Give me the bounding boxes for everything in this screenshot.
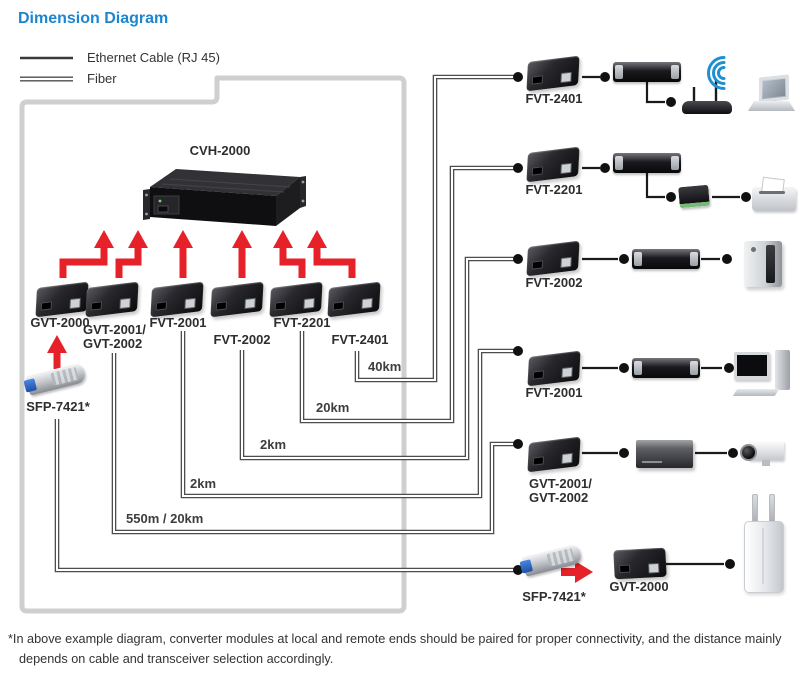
distance-2km-a: 2km [260, 437, 287, 452]
fiber-link-fvt-2201 [299, 165, 516, 424]
distance-20km: 20km [316, 400, 350, 415]
wifi-waves-icon [707, 56, 726, 90]
local-label-gvt-2002: GVT-2002 [83, 336, 143, 351]
print-server [678, 184, 710, 209]
local-label-fvt-2401: FVT-2401 [331, 332, 389, 347]
laptop-screen [759, 74, 789, 103]
laptop-base [748, 101, 795, 111]
local-label-sfp-7421: SFP-7421* [26, 399, 90, 414]
distance-40km: 40km [368, 359, 402, 374]
zone-frame [19, 75, 407, 614]
remote-label-fvt-2001: FVT-2001 [525, 385, 583, 400]
remote-label-fvt-2401: FVT-2401 [525, 91, 583, 106]
desktop-keyboard [732, 389, 780, 396]
remote-converter-gvt-2000 [613, 547, 667, 580]
legend-ethernet-label: Ethernet Cable (RJ 45) [87, 50, 220, 65]
ethernet-switch-3 [632, 249, 700, 269]
fiber-link-fvt-2001 [180, 331, 516, 499]
remote-label-gvt-2001: GVT-2001/ [529, 476, 592, 491]
remote-label-sfp-7421: SFP-7421* [522, 589, 586, 604]
page-title: Dimension Diagram [18, 10, 169, 27]
fiber-link-fvt-2002 [239, 256, 516, 461]
fiber-link-fvt-2401 [354, 74, 516, 383]
arrow-fvt-2401 [313, 247, 356, 278]
arrow-gvt-2001 [115, 247, 142, 278]
ethernet-cables [582, 75, 740, 566]
legend-fiber-label: Fiber [87, 71, 117, 86]
desktop-pc [732, 350, 792, 396]
desktop-monitor [734, 352, 770, 380]
access-point [744, 521, 784, 593]
remote-label-fvt-2002: FVT-2002 [525, 275, 583, 290]
connector-dots [513, 72, 751, 575]
distance-550m-20km: 550m / 20km [126, 511, 204, 526]
wireless-router [682, 101, 732, 114]
uplink-arrows [53, 247, 575, 576]
laptop [748, 74, 795, 114]
fiber-links [54, 74, 516, 573]
local-label-gvt-2001: GVT-2001/ [83, 322, 146, 337]
local-label-fvt-2001: FVT-2001 [149, 315, 207, 330]
arrow-fvt-2201 [279, 247, 306, 278]
local-label-fvt-2002: FVT-2002 [213, 332, 271, 347]
uplink-arrowheads [47, 230, 593, 583]
distance-2km-b: 2km [190, 476, 217, 491]
local-label-fvt-2201: FVT-2201 [273, 315, 331, 330]
remote-label-fvt-2201: FVT-2201 [525, 182, 583, 197]
fiber-link-gvt-2001 [111, 353, 516, 535]
ip-camera [740, 441, 784, 466]
local-label-gvt-2000: GVT-2000 [30, 315, 90, 330]
desktop-tower [775, 350, 790, 390]
video-server [636, 440, 693, 468]
remote-label-gvt-2000: GVT-2000 [609, 579, 669, 594]
footnote-line-2: depends on cable and transceiver selecti… [19, 651, 334, 666]
pc-tower [744, 241, 782, 287]
remote-label-gvt-2002: GVT-2002 [529, 490, 589, 505]
ethernet-switch-4 [632, 358, 700, 378]
footnote-line-1: *In above example diagram, converter mod… [8, 632, 782, 646]
ethernet-switch-2 [613, 153, 681, 173]
chassis-image [143, 169, 306, 226]
fiber-link-sfp-7421 [54, 419, 516, 573]
printer [752, 187, 796, 211]
ethernet-switch-1 [613, 62, 681, 82]
arrow-gvt-2000 [59, 247, 108, 278]
chassis-label: CVH-2000 [189, 143, 251, 158]
footnote: *In above example diagram, converter mod… [8, 630, 794, 669]
